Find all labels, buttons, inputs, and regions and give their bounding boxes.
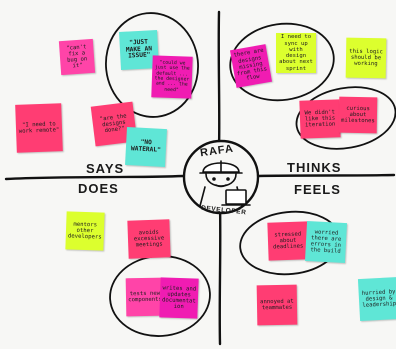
thinks-group-oval-right bbox=[295, 86, 396, 150]
sticky-note-says: "I need to work remote" bbox=[15, 103, 63, 153]
sticky-note-thinks: this logic should be working bbox=[345, 37, 387, 79]
sticky-note-thinks: curious about milestones bbox=[338, 96, 378, 134]
sticky-note-feels: annoyed at teammates bbox=[256, 284, 298, 326]
quadrant-label-says: SAYS bbox=[86, 161, 125, 176]
developer-sketch-icon bbox=[199, 160, 251, 207]
vertical-axis-top bbox=[217, 10, 221, 150]
horizontal-axis-left bbox=[4, 174, 185, 181]
sticky-note-feels: stressed about deadlines bbox=[267, 221, 309, 261]
sticky-note-does: writes and updates documentation bbox=[159, 277, 199, 319]
says-group-oval bbox=[105, 12, 199, 118]
sticky-note-says: "could we just use the default ... the d… bbox=[151, 55, 193, 99]
sticky-note-says: "can't fix a bug on it" bbox=[58, 38, 96, 76]
sticky-note-does: tests new components bbox=[125, 277, 165, 317]
sticky-note-does: avoids excessive meetings bbox=[127, 219, 171, 259]
sticky-note-thinks: I need to sync up with design about next… bbox=[276, 33, 316, 73]
quadrant-label-thinks: THINKS bbox=[287, 160, 342, 175]
sticky-note-thinks: there are designs missing from this flow bbox=[229, 44, 273, 88]
quadrant-label-feels: FEELS bbox=[294, 182, 341, 197]
horizontal-axis-right bbox=[256, 173, 396, 178]
sticky-note-does: mentors other developers bbox=[65, 211, 105, 251]
sticky-note-says: "NO WATERAL" bbox=[125, 126, 167, 168]
vertical-axis-bottom bbox=[218, 203, 222, 346]
quadrant-label-does: DOES bbox=[78, 181, 119, 196]
thinks-group-oval-top bbox=[229, 22, 335, 102]
sticky-note-feels: hurried by design & leadership bbox=[357, 276, 396, 322]
sticky-note-thinks: We didn't like this iteration bbox=[299, 99, 341, 139]
sticky-note-feels: worried there are errors in the build bbox=[304, 220, 348, 264]
